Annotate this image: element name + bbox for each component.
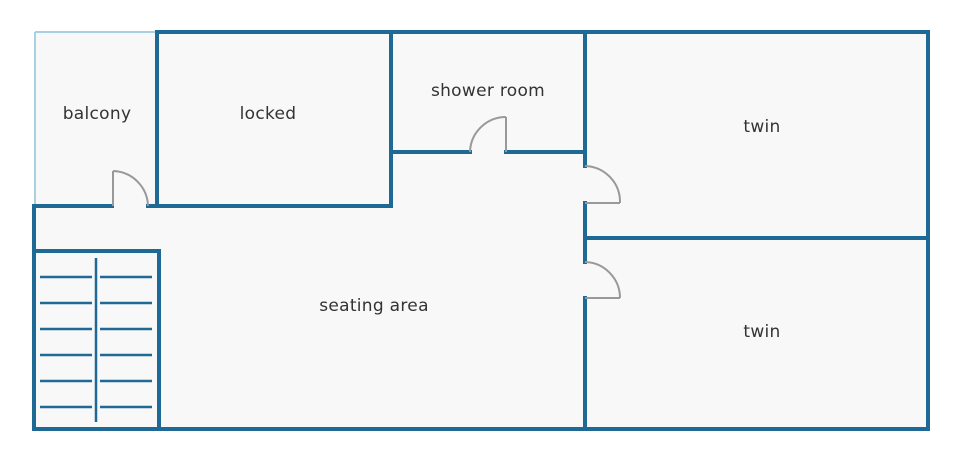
room-labels: balcony locked shower room twin twin sea… bbox=[63, 81, 781, 342]
balcony-label: balcony bbox=[63, 104, 132, 124]
seating-area-label: seating area bbox=[319, 296, 429, 316]
balcony-door-icon[interactable] bbox=[112, 170, 149, 207]
twin-lower-door-icon[interactable] bbox=[584, 261, 621, 299]
twin-upper-door-icon[interactable] bbox=[584, 165, 622, 204]
twin-lower-floor bbox=[585, 238, 928, 429]
floors bbox=[34, 32, 928, 429]
seating-area-floor bbox=[34, 152, 585, 429]
locked-room-floor bbox=[157, 32, 391, 206]
shower-room-label: shower room bbox=[431, 81, 545, 101]
staircase bbox=[40, 258, 152, 422]
doors bbox=[112, 116, 622, 299]
shower-room-door-icon[interactable] bbox=[469, 116, 507, 153]
twin-upper-floor bbox=[585, 32, 928, 238]
walls bbox=[32, 30, 930, 431]
twin-lower-label: twin bbox=[743, 322, 780, 342]
locked-label: locked bbox=[240, 104, 297, 124]
balcony-walls bbox=[34, 31, 157, 206]
balcony-floor bbox=[34, 32, 157, 206]
twin-upper-label: twin bbox=[743, 117, 780, 137]
shower-room-floor bbox=[391, 32, 585, 152]
